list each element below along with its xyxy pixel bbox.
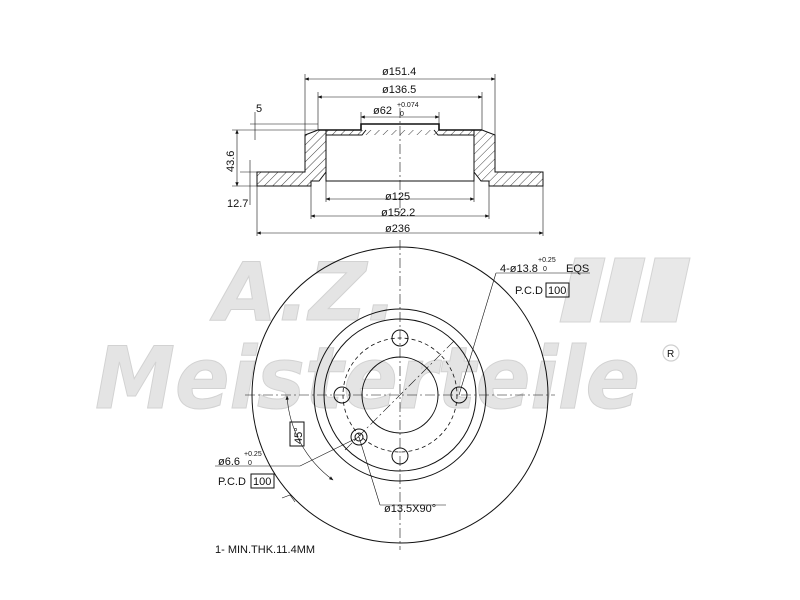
watermark-brand-line2: Meisterteile [95,329,640,429]
front-view: 4-ø13.8 +0.25 0 EQS P.C.D 100 45° ø6.6 +… [215,240,590,550]
dim-tol-62-lower: 0 [400,111,404,118]
dim-text-152: ø152.2 [381,207,415,219]
dim-text-5: 5 [256,103,262,115]
chamfer-label: ø13.5X90° [384,503,436,515]
angle-arc [285,395,334,481]
pcd-label-bottom: P.C.D [218,476,246,488]
section-hatch-right [473,129,544,187]
dim-tol-62-upper: +0.074 [397,102,419,109]
dim-text-62: ø62 [373,105,392,117]
pcd-box-top [545,282,570,298]
pcd-label-top: P.C.D [515,285,543,297]
pcd-value-top: 100 [548,285,566,297]
bolt-holes-label: 4-ø13.8 [500,263,538,275]
bolt-holes-tol-upper: +0.25 [538,257,556,264]
bolt-hole-bottom [391,447,409,465]
registered-mark [662,344,680,362]
dim-text-236: ø236 [385,223,410,235]
section-view: ø151.4 ø136.5 ø62 +0.074 0 5 43.6 12.7 ø… [225,66,544,236]
angle-label: 45° [293,427,305,444]
dim-text-43: 43.6 [225,151,237,172]
locating-hole-inner [354,432,364,442]
arc-arrow-lower [281,494,296,503]
bolt-hole-right [450,386,468,404]
dim-text-151: ø151.4 [382,66,416,78]
watermark: A.Z. Meisterteile R [95,246,691,430]
dim-text-136: ø136.5 [382,84,416,96]
small-hole-label: ø6.6 [218,456,240,468]
angle-box [289,421,305,447]
pcd-value-bottom: 100 [253,476,271,488]
dim-text-125: ø125 [385,191,410,203]
locating-hole-outer [350,428,368,446]
bolt-hole-top [391,329,409,347]
registered-mark-letter: R [667,349,674,360]
dim-text-12: 12.7 [227,198,248,210]
pcd-box-bottom [250,473,275,489]
bolt-hole-left [333,386,351,404]
bolt-holes-tol-lower: 0 [543,266,547,273]
small-hole-tol-upper: +0.25 [244,451,262,458]
front-diagonal-center-line [344,339,456,451]
watermark-brand-line1: A.Z. [209,246,397,339]
small-hole-tol-lower: 0 [248,460,252,467]
watermark-stripes [559,257,691,323]
bolt-holes-eqs: EQS [566,263,589,275]
section-hatch-left [256,129,327,187]
min-thickness-note: 1- MIN.THK.11.4MM [215,544,315,556]
